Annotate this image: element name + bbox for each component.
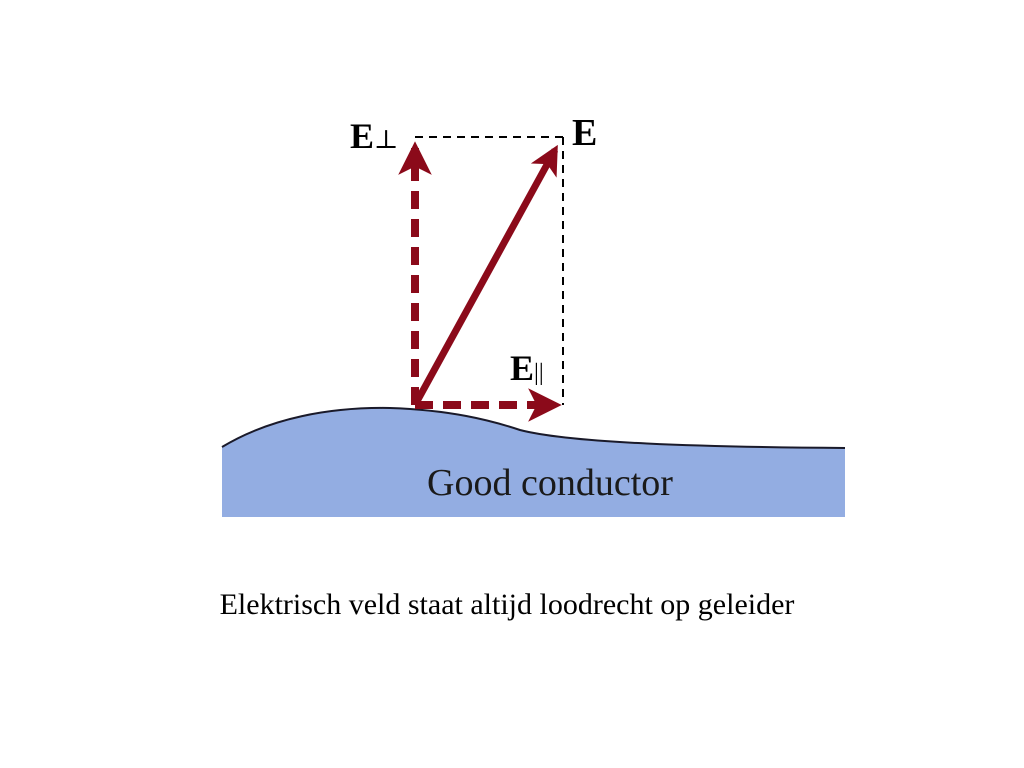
conductor-label: Good conductor xyxy=(427,462,673,504)
e-total-vector xyxy=(411,144,559,407)
conductor-surface xyxy=(222,407,845,517)
conductor-outline xyxy=(221,406,846,449)
e-parallel-subscript: || xyxy=(534,360,544,386)
caption: Elektrisch veld staat altijd loodrecht o… xyxy=(219,588,795,621)
e-perp-subscript: ⊥ xyxy=(374,125,398,154)
e-total-label: E xyxy=(572,112,597,154)
e-perp-label: E⊥ xyxy=(350,116,398,156)
e-parallel-label: E|| xyxy=(510,348,544,388)
